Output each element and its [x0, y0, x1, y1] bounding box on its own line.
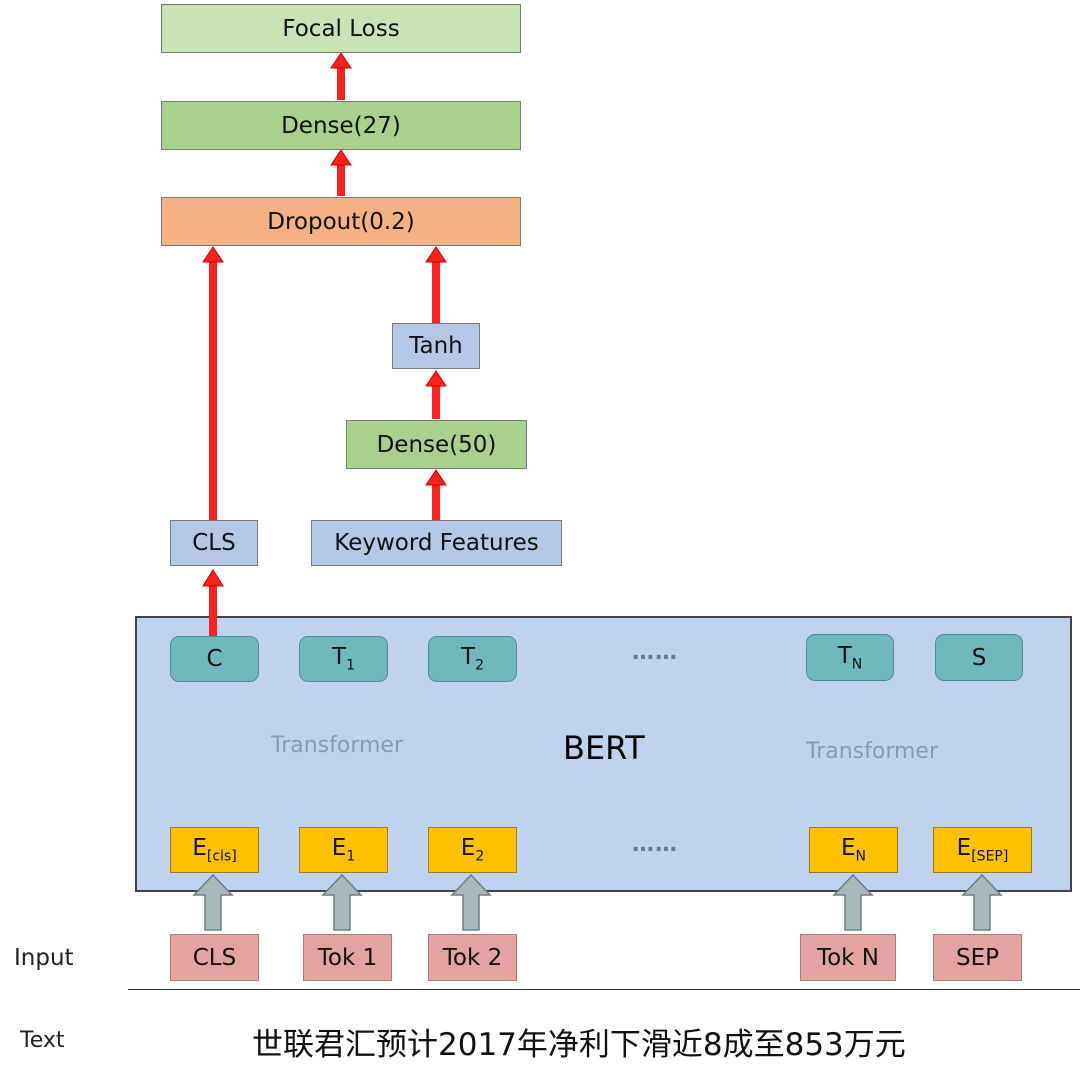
- input-arrow-tok2: [450, 873, 492, 931]
- dropout-label: Dropout(0.2): [267, 208, 415, 235]
- embedding-label: E1: [332, 835, 355, 865]
- transformer-left-label: Transformer: [271, 733, 404, 758]
- input-arrow-cls: [192, 873, 234, 931]
- input-arrow-tok1: [321, 873, 363, 931]
- embedding-label: E2: [461, 835, 484, 865]
- input-arrow-tokn: [832, 873, 874, 931]
- input-arrow-sep: [961, 873, 1003, 931]
- input-token-sep: SEP: [933, 934, 1022, 981]
- input-token-tokn: Tok N: [800, 934, 896, 981]
- output-token-t2: T2: [428, 636, 517, 682]
- embedding-sub: [cls]: [206, 848, 237, 865]
- embedding-sub: 2: [475, 848, 485, 865]
- output-token-sub: 2: [475, 657, 484, 674]
- embedding-main: E: [331, 835, 347, 862]
- dense27-box: Dense(27): [161, 101, 521, 150]
- embedding-cls: E[cls]: [170, 827, 259, 873]
- embedding-label: E[cls]: [192, 835, 236, 865]
- embedding-sub: 1: [346, 848, 356, 865]
- input-token-label: SEP: [955, 944, 999, 971]
- input-token-label: Tok 2: [442, 944, 503, 971]
- cls-box: CLS: [170, 520, 258, 566]
- focal-loss-label: Focal Loss: [282, 15, 400, 42]
- transformer-right-label: Transformer: [806, 739, 939, 764]
- text-divider: [128, 989, 1080, 990]
- dense50-box: Dense(50): [346, 420, 527, 469]
- embedding-main: E: [460, 835, 476, 862]
- embedding-sep: E[SEP]: [933, 827, 1032, 873]
- output-token-main: T: [461, 644, 476, 671]
- embedding-main: E: [192, 835, 207, 862]
- tanh-label: Tanh: [409, 333, 463, 359]
- input-token-label: CLS: [192, 944, 237, 971]
- text-sentence: 世联君汇预计2017年净利下滑近8成至853万元: [252, 1027, 906, 1063]
- red-arrows: [202, 52, 447, 520]
- dropout-box: Dropout(0.2): [161, 197, 521, 246]
- dense50-label: Dense(50): [376, 431, 497, 458]
- input-token-tok2: Tok 2: [428, 934, 517, 981]
- embedding-ellipsis: ……: [632, 832, 678, 857]
- tanh-box: Tanh: [392, 323, 480, 369]
- cls-box-label: CLS: [192, 530, 236, 556]
- input-token-label: Tok 1: [317, 944, 378, 971]
- output-token-label: T2: [461, 644, 484, 674]
- input-token-label: Tok N: [816, 944, 880, 971]
- keyword-features-box: Keyword Features: [311, 520, 562, 566]
- embedding-sub: N: [855, 848, 867, 865]
- embedding-sub: [SEP]: [971, 848, 1009, 865]
- output-token-main: T: [837, 642, 852, 669]
- keyword-features-label: Keyword Features: [334, 530, 539, 556]
- input-token-cls: CLS: [170, 934, 259, 981]
- output-token-label: T1: [332, 644, 355, 674]
- embedding-main: E: [840, 835, 856, 862]
- output-token-c: C: [170, 636, 259, 682]
- embedding-label: E[SEP]: [957, 835, 1009, 865]
- embedding-1: E1: [299, 827, 388, 873]
- output-token-label: TN: [838, 643, 863, 673]
- output-token-label: C: [206, 646, 223, 672]
- text-row-label: Text: [20, 1028, 65, 1053]
- output-token-label: S: [971, 644, 987, 671]
- input-row-label: Input: [14, 945, 74, 971]
- output-token-main: T: [332, 644, 347, 671]
- input-token-tok1: Tok 1: [303, 934, 392, 981]
- output-token-t1: T1: [299, 636, 388, 682]
- embedding-main: E: [956, 835, 972, 862]
- focal-loss-box: Focal Loss: [161, 4, 521, 53]
- output-ellipsis: ……: [632, 640, 678, 665]
- output-token-tn: TN: [806, 634, 894, 681]
- bert-block: [135, 616, 1072, 892]
- embedding-n: EN: [809, 827, 898, 873]
- output-token-sub: N: [851, 656, 863, 673]
- bert-title: BERT: [563, 729, 645, 767]
- output-token-s: S: [935, 634, 1023, 681]
- dense27-label: Dense(27): [281, 112, 401, 139]
- embedding-label: EN: [841, 835, 866, 865]
- output-token-sub: 1: [346, 657, 355, 674]
- embedding-2: E2: [428, 827, 517, 873]
